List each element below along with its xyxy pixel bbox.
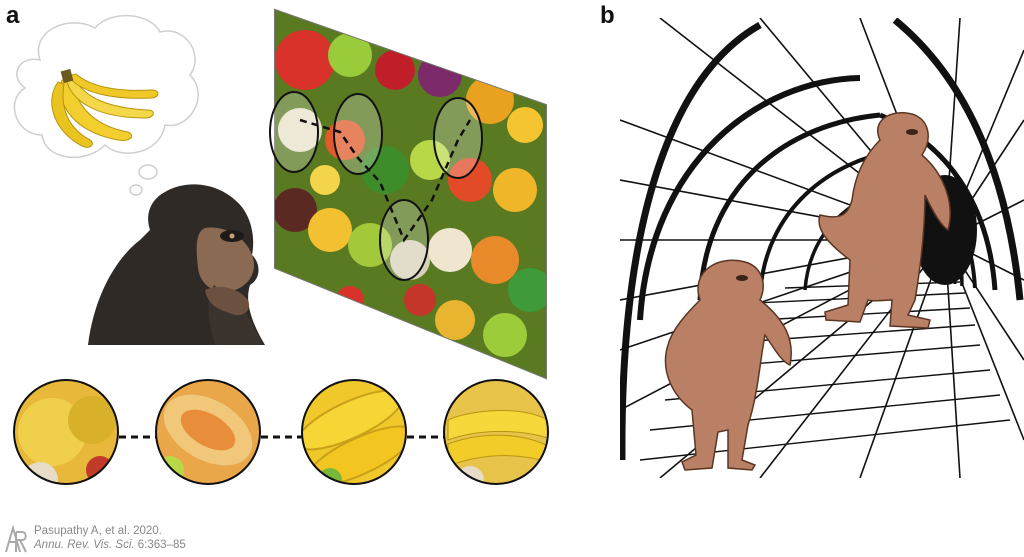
panel-a-label: a: [6, 2, 20, 29]
tunnel-illusion: [620, 18, 1024, 478]
far-ape-figure: [818, 112, 951, 329]
citation-authors: Pasupathy A, et al. 2020.: [34, 525, 162, 537]
panel-b-label: b: [600, 2, 615, 29]
fixation-sequence: [13, 379, 549, 485]
chimpanzee-thinking: [88, 184, 265, 345]
publisher-logo: [4, 524, 28, 554]
fixation-circle-1: [13, 379, 119, 485]
fixation-circle-3: [301, 379, 407, 485]
fixation-circle-2: [155, 379, 261, 485]
citation-journal: Annu. Rev. Vis. Sci.: [34, 539, 135, 551]
fixation-circle-4: [443, 379, 549, 485]
near-ape-figure: [664, 259, 792, 471]
citation: Pasupathy A, et al. 2020. Annu. Rev. Vis…: [34, 524, 186, 552]
banana-bunch-icon: [51, 68, 159, 148]
citation-journal-line: Annu. Rev. Vis. Sci. 6:363–85: [34, 538, 186, 552]
fruit-display-board: [269, 8, 547, 380]
citation-volume: 6:363–85: [134, 539, 186, 551]
